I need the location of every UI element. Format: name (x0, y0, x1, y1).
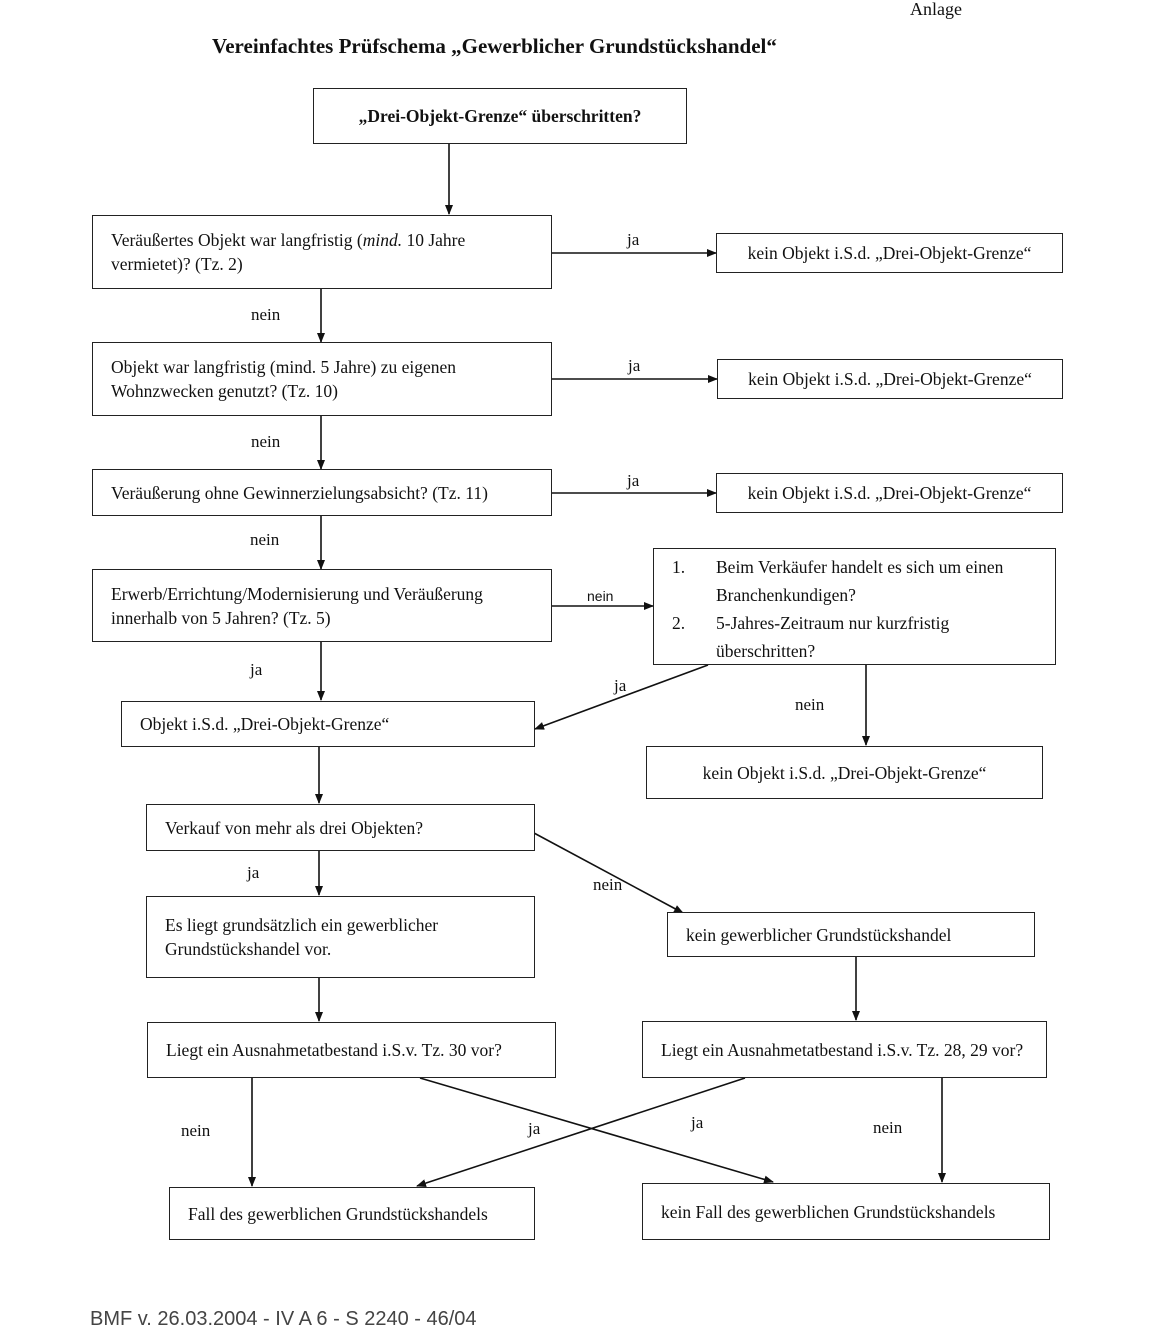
result-1-text: kein Objekt i.S.d. „Drei-Objekt-Grenze“ (747, 243, 1032, 263)
label-q1-nein: nein (251, 305, 281, 324)
objekt-box: Objekt i.S.d. „Drei-Objekt-Grenze“ (121, 701, 535, 747)
label-q2-ja: ja (628, 356, 641, 375)
label-q3-nein: nein (250, 530, 280, 549)
fall-box: Fall des gewerblichen Grundstückshandels (169, 1187, 535, 1240)
side-condition-2-text: 5-Jahres-Zeitraum nur kurzfristig übersc… (716, 613, 950, 661)
q2-text: Objekt war langfristig (mind. 5 Jahre) z… (111, 357, 457, 401)
kein-gewerblich-box: kein gewerblicher Grundstückshandel (667, 912, 1035, 957)
side-condition-2: 2. 5-Jahres-Zeitraum nur kurzfristig übe… (672, 609, 1043, 665)
corner-label: Anlage (910, 2, 962, 19)
start-question-box: „Drei-Objekt-Grenze“ überschritten? (313, 88, 687, 144)
result-4-box: kein Objekt i.S.d. „Drei-Objekt-Grenze“ (646, 746, 1043, 799)
q5-drei-objekte-box: Verkauf von mehr als drei Objekten? (146, 804, 535, 851)
q7-text: Liegt ein Ausnahmetatbestand i.S.v. Tz. … (661, 1039, 1024, 1060)
label-q6-nein: nein (181, 1121, 211, 1140)
q4-text: Erwerb/Errichtung/Modernisierung und Ver… (111, 583, 483, 628)
gewerblich-box: Es liegt grundsätzlich ein gewerblicher … (146, 896, 535, 978)
kein-gewerblich-text: kein gewerblicher Grundstückshandel (686, 924, 952, 945)
arrow-q7-fall (416, 1077, 746, 1187)
result-4-text: kein Objekt i.S.d. „Drei-Objekt-Grenze“ (702, 762, 987, 783)
label-side-nein: nein (795, 695, 825, 714)
side-condition-1-num: 1. (672, 557, 686, 577)
label-q6-ja: ja (528, 1119, 541, 1138)
result-2-text: kein Objekt i.S.d. „Drei-Objekt-Grenze“ (748, 369, 1032, 389)
label-q4-nein: nein (587, 588, 614, 604)
q6-ausnahme-tz30-box: Liegt ein Ausnahmetatbestand i.S.v. Tz. … (147, 1022, 556, 1078)
page-title: Vereinfachtes Prüfschema „Gewerblicher G… (212, 34, 777, 58)
side-conditions-box: 1. Beim Verkäufer handelt es sich um ein… (653, 548, 1056, 665)
side-condition-1: 1. Beim Verkäufer handelt es sich um ein… (672, 553, 1043, 609)
label-q1-ja: ja (627, 230, 640, 249)
q5-text: Verkauf von mehr als drei Objekten? (165, 817, 424, 838)
q2-wohnzwecke-box: Objekt war langfristig (mind. 5 Jahre) z… (92, 342, 552, 416)
label-q7-ja: ja (691, 1113, 704, 1132)
kein-fall-box: kein Fall des gewerblichen Grundstücksha… (642, 1183, 1050, 1240)
start-question-text: „Drei-Objekt-Grenze“ überschritten? (358, 106, 642, 126)
label-q5-ja: ja (247, 863, 260, 882)
q3-gewinnerzielung-box: Veräußerung ohne Gewinnerzielungsabsicht… (92, 469, 552, 516)
arrow-q6-keinfall (419, 1077, 774, 1184)
label-side-ja: ja (614, 676, 627, 695)
q1-text: Veräußertes Objekt war langfristig (mind… (111, 230, 466, 274)
kein-fall-text: kein Fall des gewerblichen Grundstücksha… (661, 1201, 996, 1222)
q3-text: Veräußerung ohne Gewinnerzielungsabsicht… (111, 482, 488, 503)
label-q5-nein: nein (593, 875, 623, 894)
label-q2-nein: nein (251, 432, 281, 451)
footer-reference: BMF v. 26.03.2004 - IV A 6 - S 2240 - 46… (90, 1308, 477, 1330)
fall-text: Fall des gewerblichen Grundstückshandels (188, 1203, 488, 1224)
result-2-box: kein Objekt i.S.d. „Drei-Objekt-Grenze“ (717, 359, 1063, 399)
label-q7-nein: nein (873, 1118, 903, 1137)
q6-text: Liegt ein Ausnahmetatbestand i.S.v. Tz. … (166, 1040, 502, 1060)
q1-vermietet-box: Veräußertes Objekt war langfristig (mind… (92, 215, 552, 289)
q7-ausnahme-tz28-box: Liegt ein Ausnahmetatbestand i.S.v. Tz. … (642, 1021, 1047, 1078)
q4-fuenf-jahre-box: Erwerb/Errichtung/Modernisierung und Ver… (92, 569, 552, 642)
side-condition-2-num: 2. (672, 613, 686, 633)
arrow-side-objekt (534, 664, 709, 730)
result-3-text: kein Objekt i.S.d. „Drei-Objekt-Grenze“ (747, 483, 1032, 503)
result-1-box: kein Objekt i.S.d. „Drei-Objekt-Grenze“ (716, 233, 1063, 273)
gewerblich-text: Es liegt grundsätzlich ein gewerblicher … (165, 915, 439, 959)
label-q3-ja: ja (627, 471, 640, 490)
arrow-q5-keingewerbl (533, 832, 684, 914)
label-q4-ja: ja (250, 660, 263, 679)
result-3-box: kein Objekt i.S.d. „Drei-Objekt-Grenze“ (716, 473, 1063, 513)
objekt-text: Objekt i.S.d. „Drei-Objekt-Grenze“ (140, 714, 390, 734)
side-condition-1-text: Beim Verkäufer handelt es sich um einen … (716, 557, 1004, 605)
